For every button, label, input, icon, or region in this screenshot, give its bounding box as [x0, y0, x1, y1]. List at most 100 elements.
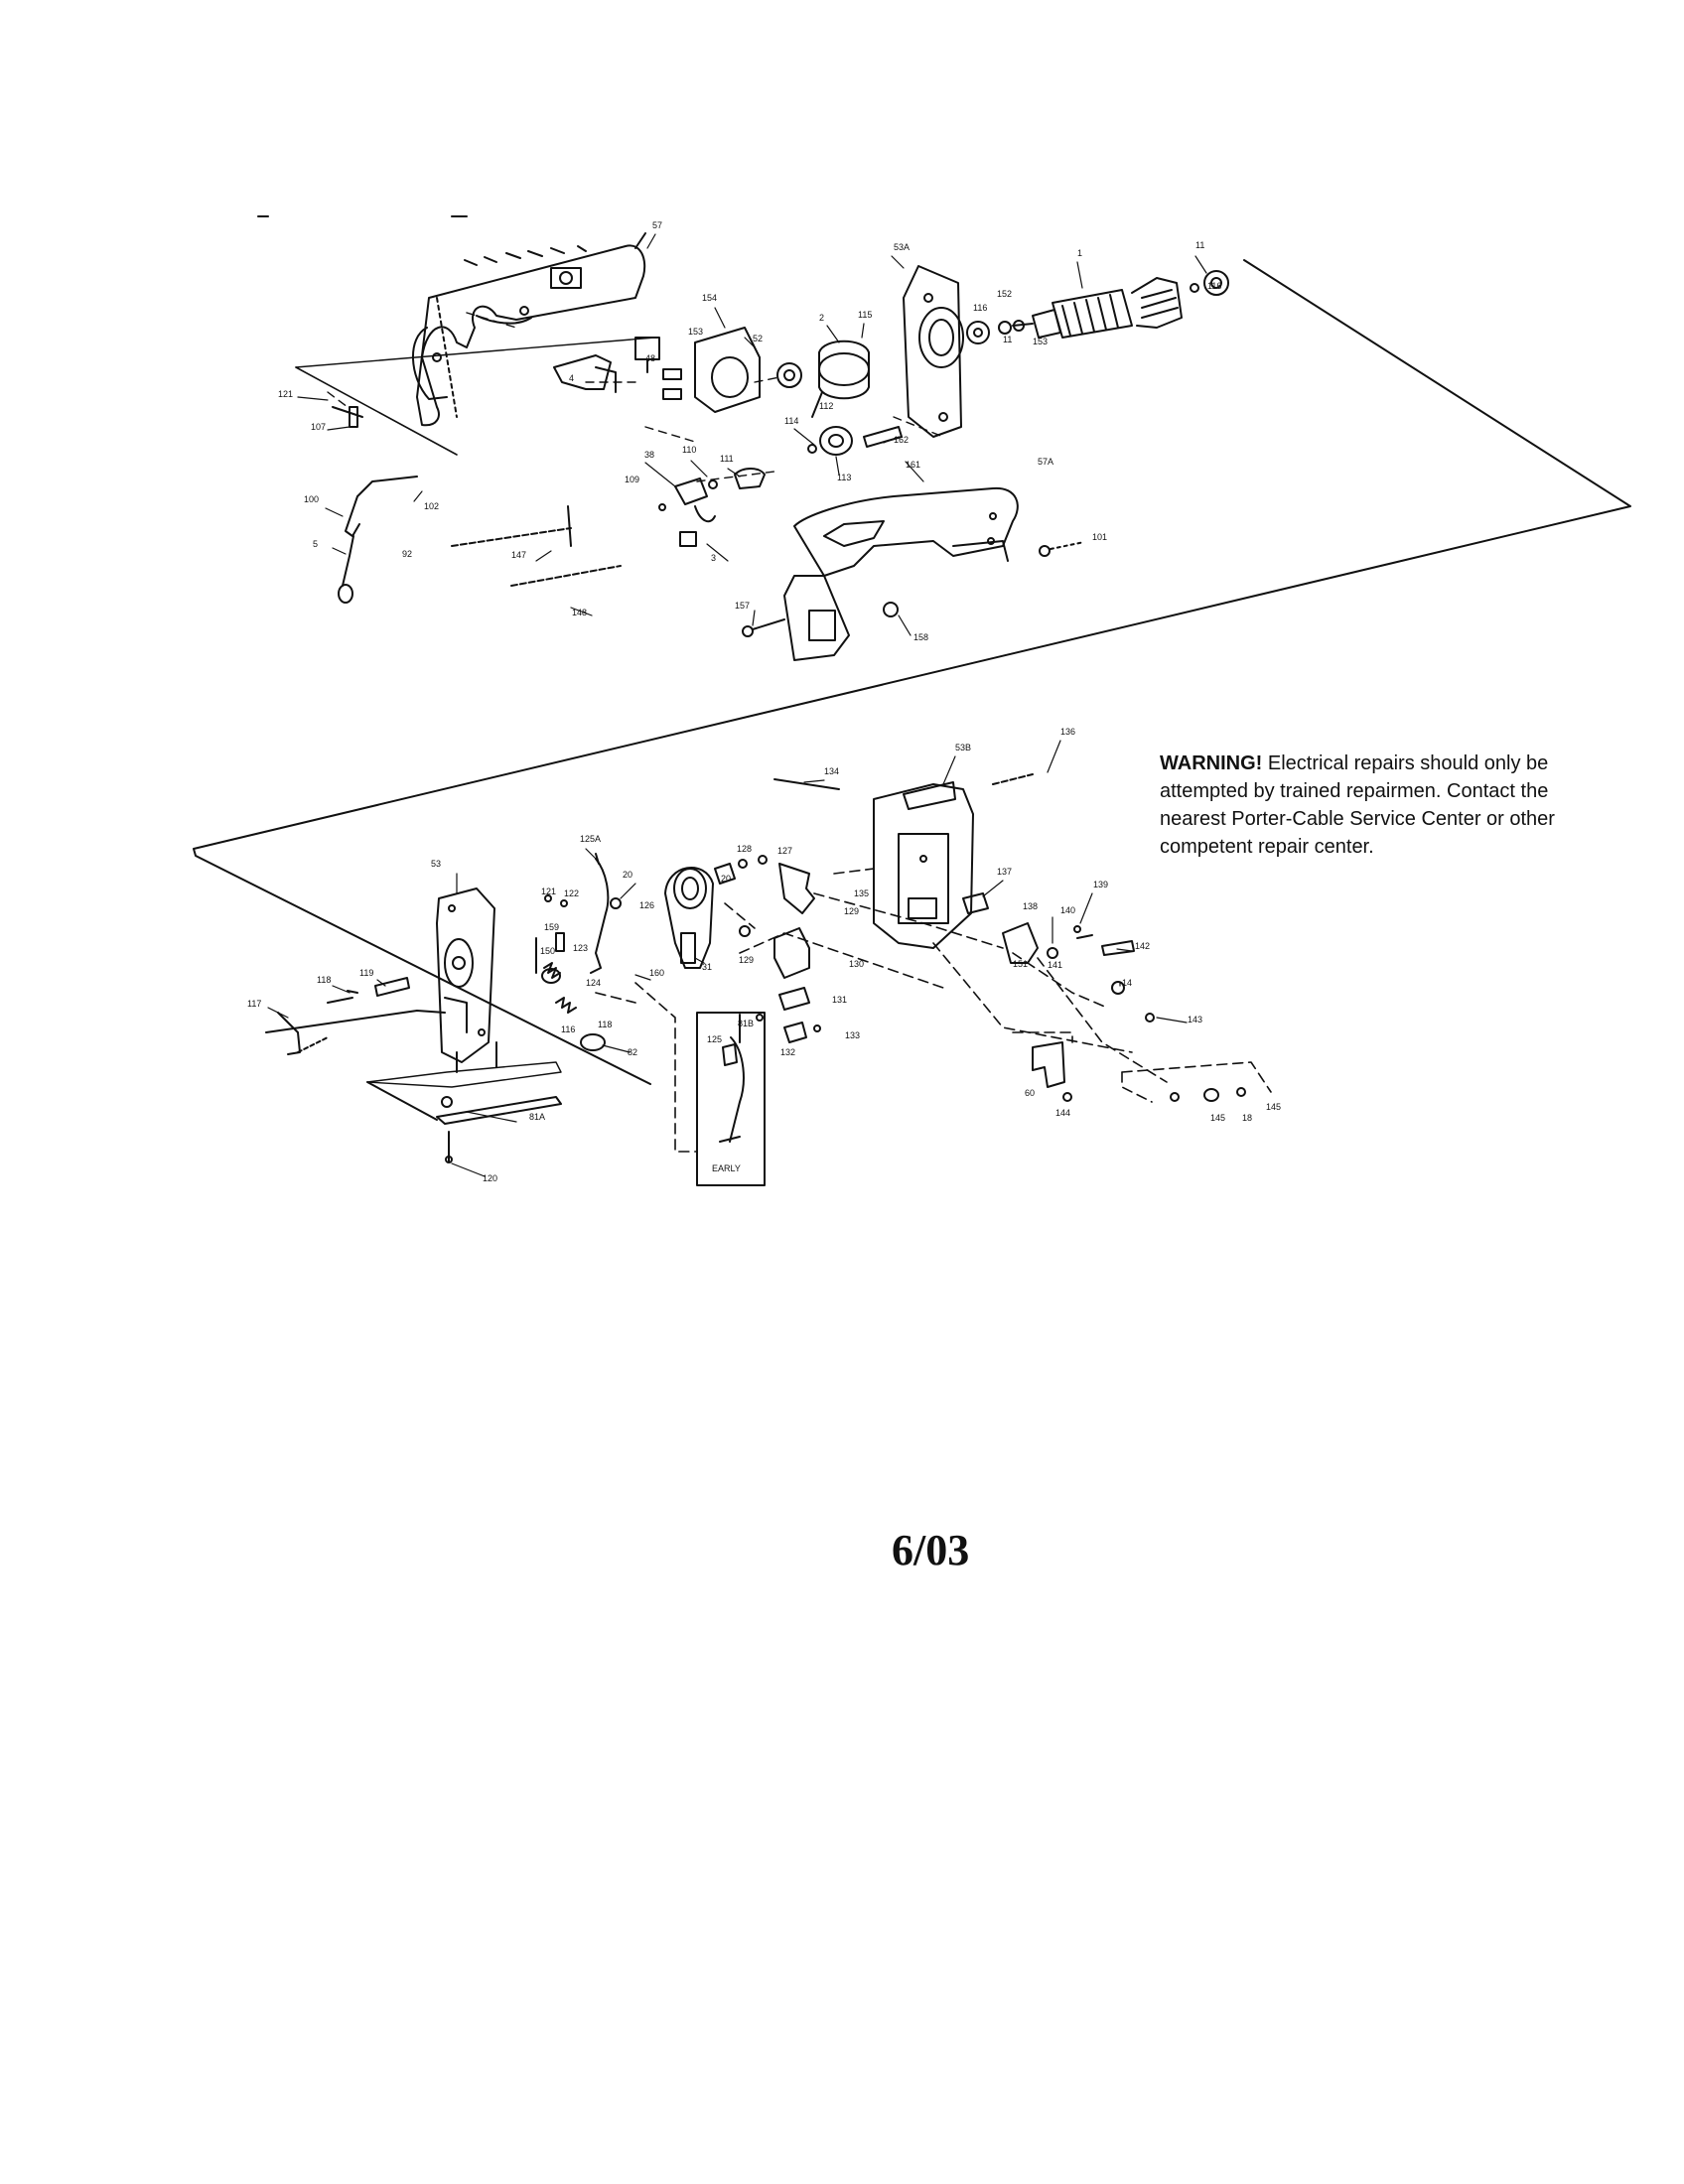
part-callout-141: 141 — [1048, 960, 1062, 970]
part-callout-92: 92 — [402, 549, 412, 559]
part-callout-137: 137 — [997, 867, 1012, 877]
part-callout-113: 113 — [837, 473, 851, 482]
part-callout-1: 1 — [1077, 248, 1082, 258]
part-callout-60: 60 — [1025, 1088, 1035, 1098]
part-callout-120: 120 — [483, 1173, 497, 1183]
part-callout-123: 123 — [573, 943, 588, 953]
part-callout-154: 154 — [702, 293, 717, 303]
part-callout-136: 136 — [1060, 727, 1075, 737]
part-callout-126: 126 — [639, 900, 654, 910]
part-callout-116: 116 — [973, 303, 987, 313]
part-callout-157: 157 — [735, 601, 750, 611]
part-callout-107: 107 — [311, 422, 326, 432]
part-callout-101: 101 — [1092, 532, 1107, 542]
base-81A — [436, 1096, 562, 1125]
part-callout-151: 151 — [1013, 959, 1028, 969]
part-callout-20: 20 — [721, 874, 731, 884]
part-callout-31: 31 — [702, 962, 712, 972]
part-callout-111: 111 — [720, 454, 734, 464]
part-callout-112: 112 — [819, 401, 833, 411]
part-callout-162: 162 — [894, 435, 909, 445]
part-callout-140: 140 — [1060, 905, 1075, 915]
part-callout-116: 116 — [1207, 281, 1221, 291]
revision-date: 6/03 — [892, 1526, 970, 1574]
brush-holder-4 — [553, 354, 612, 390]
part-callout-5: 5 — [313, 539, 318, 549]
part-callout-142: 142 — [1135, 941, 1150, 951]
gear-housing-53A — [903, 265, 964, 438]
part-callout-161: 161 — [906, 460, 920, 470]
part-callout-133: 133 — [845, 1030, 860, 1040]
part-callout-102: 102 — [424, 501, 439, 511]
part-callout-100: 100 — [304, 494, 319, 504]
part-callout-134: 134 — [824, 766, 839, 776]
part-callout-11: 11 — [1003, 335, 1012, 344]
gear-114 — [819, 426, 853, 456]
part-callout-139: 139 — [1093, 880, 1108, 889]
part-callout-119: 119 — [359, 968, 373, 978]
part-callout-138: 138 — [1023, 901, 1038, 911]
part-callout-153: 153 — [688, 327, 703, 337]
part-callout-129: 129 — [844, 906, 859, 916]
part-callout-82: 82 — [628, 1047, 637, 1057]
part-callout-143: 143 — [1188, 1015, 1202, 1024]
part-callout-121: 121 — [541, 887, 556, 896]
part-callout-53: 53 — [431, 859, 441, 869]
part-callout-160: 160 — [649, 968, 664, 978]
warning-body: Electrical repairs should only be attemp… — [1160, 752, 1555, 858]
warning-notice: WARNING! Electrical repairs should only … — [1160, 750, 1597, 861]
part-callout-130: 130 — [849, 959, 864, 969]
part-callout-116: 116 — [561, 1024, 575, 1034]
part-callout-109: 109 — [625, 475, 639, 484]
part-callout-145: 145 — [1266, 1102, 1281, 1112]
warning-heading: WARNING! — [1160, 752, 1263, 774]
inset-label: EARLY — [712, 1163, 741, 1173]
part-callout-122: 122 — [564, 888, 579, 898]
part-callout-132: 132 — [780, 1047, 795, 1057]
connector-boundary-line — [193, 259, 1631, 1085]
field-52 — [662, 327, 761, 413]
part-callout-147: 147 — [511, 550, 526, 560]
part-callout-128: 128 — [737, 844, 752, 854]
part-callout-2: 2 — [819, 313, 824, 323]
part-callout-115: 115 — [858, 310, 872, 320]
part-callout-127: 127 — [777, 846, 792, 856]
part-callout-57A: 57A — [1038, 457, 1053, 467]
armature-1 — [1012, 277, 1183, 339]
part-callout-11: 11 — [1195, 240, 1204, 250]
part-callout-14: 14 — [1122, 978, 1132, 988]
part-callout-121: 121 — [278, 389, 293, 399]
part-callout-129: 129 — [739, 955, 754, 965]
part-callout-20: 20 — [623, 870, 632, 880]
gear-housing-53 — [436, 887, 495, 1063]
part-callout-135: 135 — [854, 888, 869, 898]
part-callout-118: 118 — [317, 975, 331, 985]
part-callout-125: 125 — [707, 1034, 722, 1044]
part-callout-4: 4 — [569, 373, 574, 383]
part-callout-152: 152 — [997, 289, 1012, 299]
part-callout-150: 150 — [540, 946, 555, 956]
part-callout-114: 114 — [784, 416, 798, 426]
part-callout-158: 158 — [913, 632, 928, 642]
part-callout-81B: 81B — [738, 1019, 754, 1028]
part-callout-110: 110 — [682, 445, 696, 455]
part-callout-124: 124 — [586, 978, 601, 988]
part-callout-48: 48 — [645, 353, 655, 363]
early-inset-box — [696, 1012, 766, 1186]
part-callout-153: 153 — [1033, 337, 1048, 346]
handle-57A — [783, 486, 1019, 661]
part-callout-145: 145 — [1210, 1113, 1225, 1123]
part-callout-148: 148 — [572, 608, 587, 617]
part-callout-53B: 53B — [955, 743, 971, 752]
part-callout-159: 159 — [544, 922, 559, 932]
part-callout-118: 118 — [598, 1020, 612, 1029]
part-callout-131: 131 — [832, 995, 847, 1005]
part-callout-125A: 125A — [580, 834, 601, 844]
part-callout-81A: 81A — [529, 1112, 545, 1122]
part-callout-52: 52 — [753, 334, 763, 343]
part-callout-53A: 53A — [894, 242, 910, 252]
guide-31 — [664, 867, 714, 969]
part-callout-57: 57 — [652, 220, 662, 230]
